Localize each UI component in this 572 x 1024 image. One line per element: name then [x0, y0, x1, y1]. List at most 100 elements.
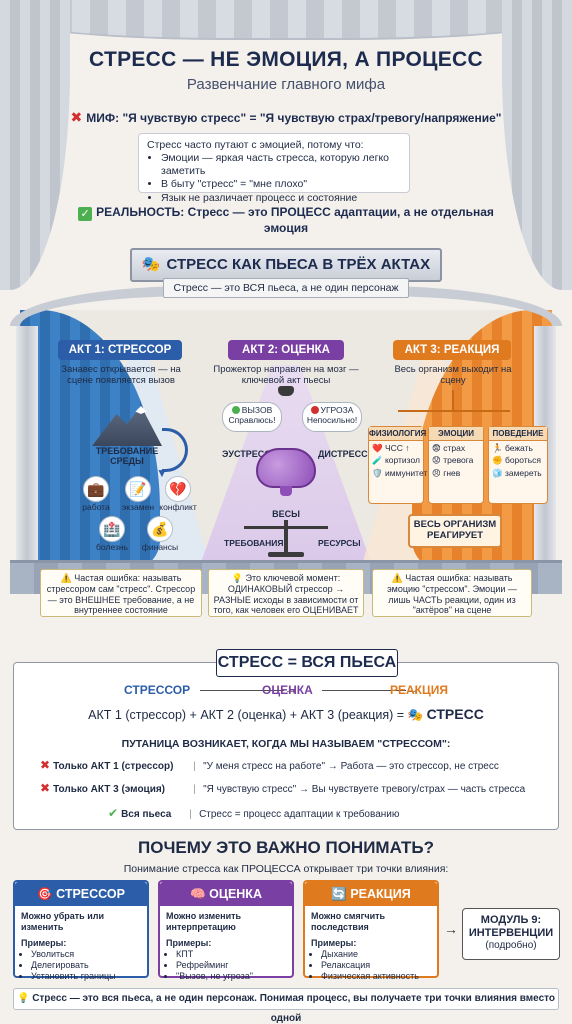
red-dot-icon — [310, 406, 319, 414]
examples-list: КПТ Рефрейминг "Вызов, не угроза" — [176, 949, 286, 983]
warning-icon: ⚠️ — [60, 573, 75, 583]
mountain-snow — [135, 406, 147, 414]
stage-banner: 🎭 СТРЕСС КАК ПЬЕСА В ТРЁХ АКТАХ — [130, 248, 442, 282]
card-header: 🎯 СТРЕССОР — [15, 882, 147, 906]
theater-masks-icon: 🎭 — [407, 708, 424, 722]
cross-icon: ✖ — [40, 781, 51, 795]
card-lead: Можно изменить интерпретацию — [166, 911, 242, 933]
challenge-bubble: ВЫЗОВ Справлюсь! — [222, 402, 282, 432]
warning-icon: ⚠️ — [391, 573, 406, 583]
behavior-column: ПОВЕДЕНИЕ 🏃 бежать ✊ бороться 🧊 замереть — [488, 426, 548, 504]
confusion-row: ✖Только АКТ 3 (эмоция)|"Я чувствую стрес… — [40, 781, 540, 795]
act3-warning: ⚠️ Частая ошибка: называть эмоцию "стрес… — [372, 569, 532, 617]
physiology-item: 🛡️ иммунитет — [372, 467, 428, 478]
myth-reason: Язык не различает процесс и состояние — [161, 192, 401, 205]
module-subtitle: (подробно) — [485, 940, 537, 952]
scales-post — [284, 520, 288, 554]
card-body: Можно изменить интерпретацию Примеры: КП… — [160, 906, 292, 988]
formula-result: СТРЕСС — [426, 706, 484, 722]
example-item: Установить границы — [31, 971, 141, 982]
emotion-item: 😨 страх — [432, 443, 466, 453]
appraisal-card: 🧠 ОЦЕНКА Можно изменить интерпретацию Пр… — [158, 880, 294, 981]
physiology-item: ❤️ ЧСС ↑ — [372, 443, 410, 453]
row-separator: | — [189, 809, 192, 820]
row-label: Только АКТ 1 (стрессор) — [53, 761, 174, 772]
act1-description: Занавес открывается — на сцене появляетс… — [61, 364, 181, 387]
example-item: Релаксация — [321, 960, 431, 971]
row-separator: | — [193, 761, 196, 772]
exam-sheet-icon: 📝 — [125, 476, 151, 502]
example-item: Уволиться — [31, 949, 141, 960]
stressor-work: 💼 работа — [68, 476, 124, 512]
left-pillar — [16, 326, 38, 592]
act2-description: Прожектор направлен на мозг — ключевой а… — [213, 364, 359, 387]
card-body: Можно убрать или изменить Примеры: Уволи… — [15, 906, 147, 988]
card-title: ОЦЕНКА — [209, 887, 262, 901]
whole-play-box — [13, 662, 559, 830]
examples-label: Примеры: — [166, 937, 212, 948]
myth-reasons-list: Эмоции — яркая часть стресса, которую ле… — [161, 152, 401, 205]
flow-appraisal: ОЦЕНКА — [262, 683, 313, 697]
flow-reaction: РЕАКЦИЯ — [390, 683, 449, 697]
arrow-right-icon: → — [444, 921, 458, 937]
eustress-label: ЭУСТРЕСС — [222, 449, 271, 459]
myth-intro: Стресс часто путают с эмоцией, потому чт… — [147, 139, 364, 151]
act2-label: АКТ 2: ОЦЕНКА — [228, 340, 344, 360]
page-title: СТРЕСС — НЕ ЭМОЦИЯ, А ПРОЦЕСС — [89, 48, 483, 71]
cross-icon: ✖ — [40, 758, 51, 772]
cycle-icon: 🔄 — [331, 887, 347, 901]
stressor-label: экзамен — [121, 502, 155, 512]
stressor-label: болезнь — [96, 542, 128, 552]
threat-sub: Непосильно! — [306, 414, 358, 425]
act3-warning-text: Частая ошибка: называть эмоцию "стрессом… — [387, 573, 517, 616]
challenge-label: ВЫЗОВ — [241, 405, 273, 415]
behavior-item: 🧊 замереть — [492, 467, 542, 478]
behavior-head: ПОВЕДЕНИЕ — [489, 427, 547, 441]
stressor-label: конфликт — [159, 502, 197, 512]
banner-subtitle: Стресс — это ВСЯ пьеса, а не один персон… — [163, 278, 409, 298]
target-icon: 🎯 — [37, 887, 53, 901]
environment-demand-label: ТРЕБОВАНИЕ СРЕДЫ — [95, 446, 159, 467]
cross-icon: ✖ — [70, 109, 83, 125]
act2-warning-text: Это ключевой момент: ОДИНАКОВЫЙ стрессор… — [213, 573, 359, 616]
confusion-row-whole: ✔Вся пьеса | Стресс = процесс адаптации к … — [108, 806, 572, 820]
reality-line: ✓РЕАЛЬНОСТЬ: Стресс — это ПРОЦЕСС адапта… — [60, 205, 512, 235]
stressor-finances: 💰 финансы — [132, 516, 188, 552]
myth-reason: Эмоции — яркая часть стресса, которую ле… — [161, 152, 401, 178]
stressor-illness: 🏥 болезнь — [84, 516, 140, 552]
physiology-item: 🧪 кортизол — [372, 455, 420, 466]
row-label: Вся пьеса — [121, 809, 172, 820]
spotlight-lamp-icon — [278, 386, 294, 396]
briefcase-icon: 💼 — [83, 476, 109, 502]
emotions-head: ЭМОЦИИ — [429, 427, 483, 441]
emotion-item: 😠 гнев — [432, 467, 461, 478]
arrow-head-icon: ▼ — [156, 466, 168, 480]
challenge-sub: Справлюсь! — [228, 414, 276, 425]
why-subtitle: Понимание стресса как ПРОЦЕССА открывает… — [123, 863, 449, 875]
broken-heart-icon: 💔 — [165, 476, 191, 502]
myth-line: ✖МИФ: "Я чувствую стресс" = "Я чувствую … — [60, 109, 512, 126]
example-item: КПТ — [176, 949, 286, 960]
check-icon: ✔ — [108, 806, 119, 820]
emotion-item: 😟 тревога — [432, 455, 474, 466]
scales-beam — [244, 526, 328, 529]
example-item: Дыхание — [321, 949, 431, 960]
distress-label: ДИСТРЕСС — [318, 449, 368, 459]
resources-label: РЕСУРСЫ — [318, 538, 361, 548]
page-subtitle: Развенчание главного мифа — [186, 76, 386, 93]
hospital-icon: 🏥 — [99, 516, 125, 542]
act1-warning: ⚠️ Частая ошибка: называть стрессором са… — [40, 569, 202, 617]
lightbulb-icon: 💡 — [16, 993, 33, 1004]
behavior-item: 🏃 бежать — [492, 443, 533, 453]
stressor-conflict: 💔 конфликт — [150, 476, 206, 512]
coins-icon: 💰 — [147, 516, 173, 542]
row-text: Стресс = процесс адаптации к требованию — [199, 809, 400, 820]
banner-text: СТРЕСС КАК ПЬЕСА В ТРЁХ АКТАХ — [166, 256, 431, 273]
card-title: РЕАКЦИЯ — [350, 887, 411, 901]
whole-organism-box: ВЕСЬ ОРГАНИЗМ РЕАГИРУЕТ — [408, 514, 502, 548]
card-title: СТРЕССОР — [56, 887, 125, 901]
myth-text: МИФ: "Я чувствую стресс" = "Я чувствую с… — [86, 111, 502, 125]
theater-masks-icon: 🎭 — [141, 256, 161, 273]
footer-text: Стресс — это вся пьеса, а не один персон… — [32, 993, 556, 1024]
myth-explanation-box: Стресс часто путают с эмоцией, потому чт… — [138, 133, 410, 204]
